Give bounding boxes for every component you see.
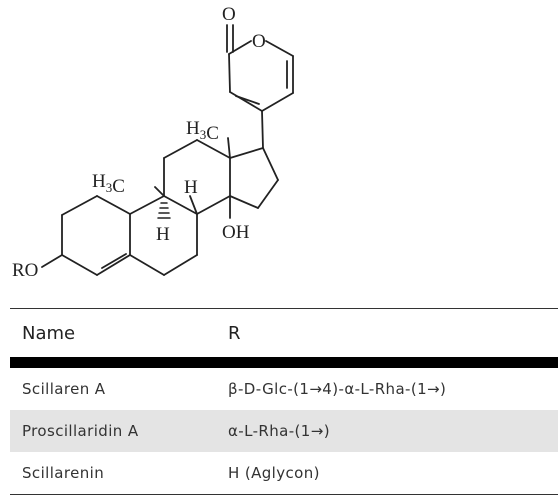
cell-name: Proscillaridin A: [22, 422, 139, 440]
hashed-bond-c9: [157, 202, 171, 219]
c19-methyl-label: H3C: [92, 171, 125, 197]
carbonyl-oxygen-label: O: [222, 4, 236, 25]
h8-label: H: [184, 177, 198, 198]
bonds: [41, 24, 294, 276]
table-header-rule: [10, 357, 558, 368]
header-name: Name: [22, 322, 76, 344]
oh14-label: OH: [222, 222, 250, 243]
cell-name: Scillaren A: [22, 380, 106, 398]
c18-methyl-label: H3C: [186, 118, 219, 144]
cell-r: H (Aglycon): [228, 464, 320, 482]
header-r: R: [228, 322, 241, 344]
steroid-structure-diagram: O O H3C H3C H H OH RO: [12, 4, 294, 281]
cell-name: Scillarenin: [22, 464, 105, 482]
aglycone-table: Name R Scillaren A β-D-Glc-(1→4)-α-L-Rha…: [10, 308, 558, 495]
table-row: Proscillaridin A α-L-Rha-(1→): [10, 410, 558, 452]
cell-r: α-L-Rha-(1→): [228, 422, 330, 440]
cell-r: β-D-Glc-(1→4)-α-L-Rha-(1→): [228, 380, 447, 398]
ro3-label: RO: [12, 260, 38, 281]
ring-oxygen-label: O: [252, 31, 266, 52]
table-header-row: Name R: [10, 309, 558, 357]
table-bottom-rule: [10, 494, 558, 495]
table-row: Scillarenin H (Aglycon): [10, 452, 558, 494]
table-row: Scillaren A β-D-Glc-(1→4)-α-L-Rha-(1→): [10, 368, 558, 410]
h9-label: H: [156, 224, 170, 245]
table-top-rule: [10, 308, 558, 309]
